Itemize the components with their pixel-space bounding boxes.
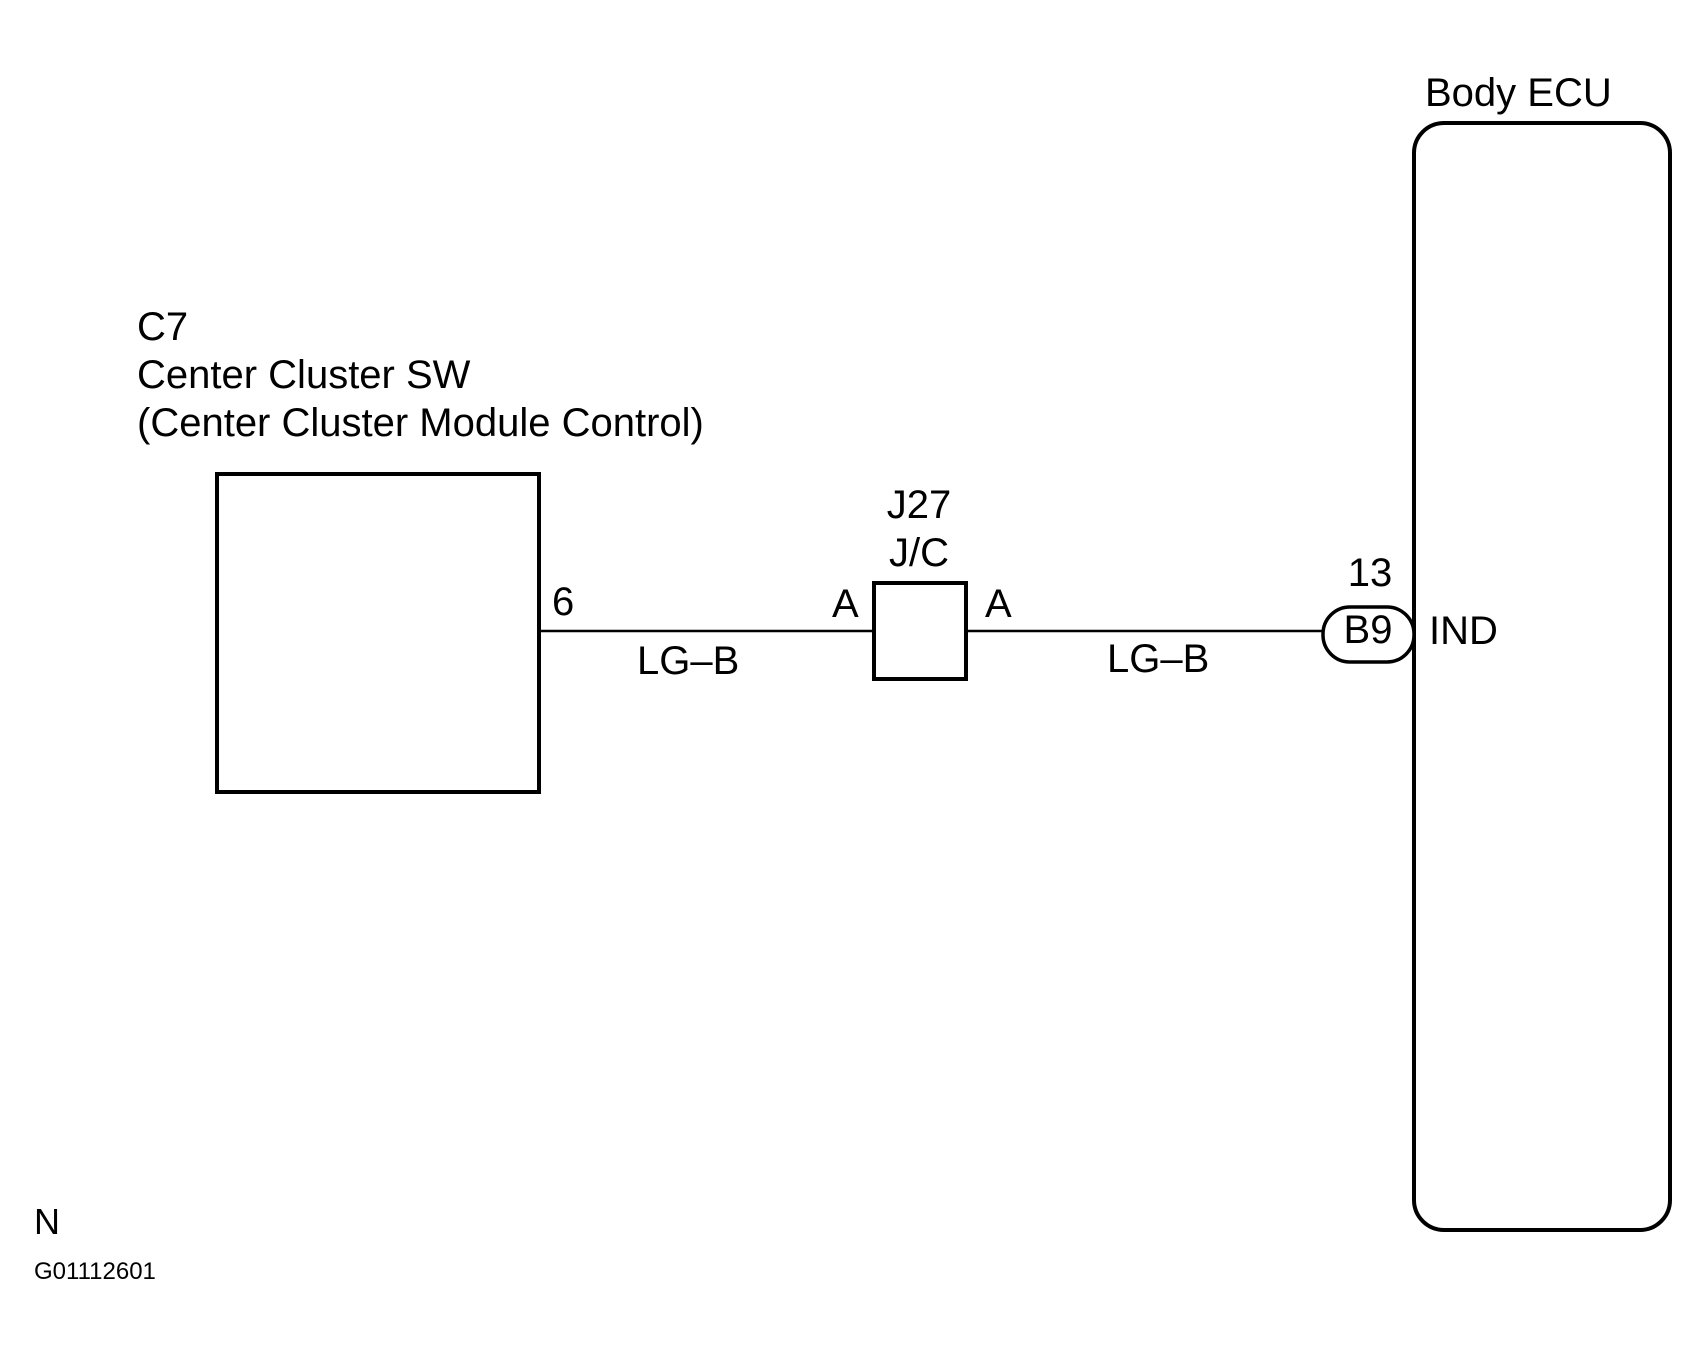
- wire-2-color-code: LG–B: [1107, 637, 1209, 681]
- c7-box: [215, 472, 541, 794]
- body-ecu-connector-capsule: [1321, 605, 1416, 664]
- j27-code: J27: [887, 483, 952, 527]
- j27-pin-right: A: [985, 582, 1012, 626]
- j27-junction-connector: J27 J/C A A: [832, 483, 1012, 681]
- c7-subtitle: (Center Cluster Module Control): [137, 401, 704, 445]
- figure-id: G01112601: [34, 1258, 156, 1285]
- c7-component: C7 Center Cluster SW (Center Cluster Mod…: [137, 305, 704, 794]
- c7-code: C7: [137, 305, 188, 349]
- body-ecu-component: Body ECU 13 B9 IND: [1321, 71, 1672, 1232]
- body-ecu-box: [1412, 121, 1672, 1232]
- body-ecu-terminal-name: IND: [1429, 609, 1498, 653]
- j27-type: J/C: [889, 531, 949, 575]
- c7-pin-number: 6: [552, 580, 574, 624]
- c7-name: Center Cluster SW: [137, 353, 471, 397]
- j27-box: [872, 581, 968, 681]
- body-ecu-name: Body ECU: [1425, 71, 1612, 115]
- footer-letter: N: [34, 1201, 60, 1242]
- body-ecu-pin-number: 13: [1348, 551, 1393, 595]
- wire-1-color-code: LG–B: [637, 639, 739, 683]
- body-ecu-connector-code: B9: [1344, 608, 1393, 652]
- j27-pin-left: A: [832, 582, 859, 626]
